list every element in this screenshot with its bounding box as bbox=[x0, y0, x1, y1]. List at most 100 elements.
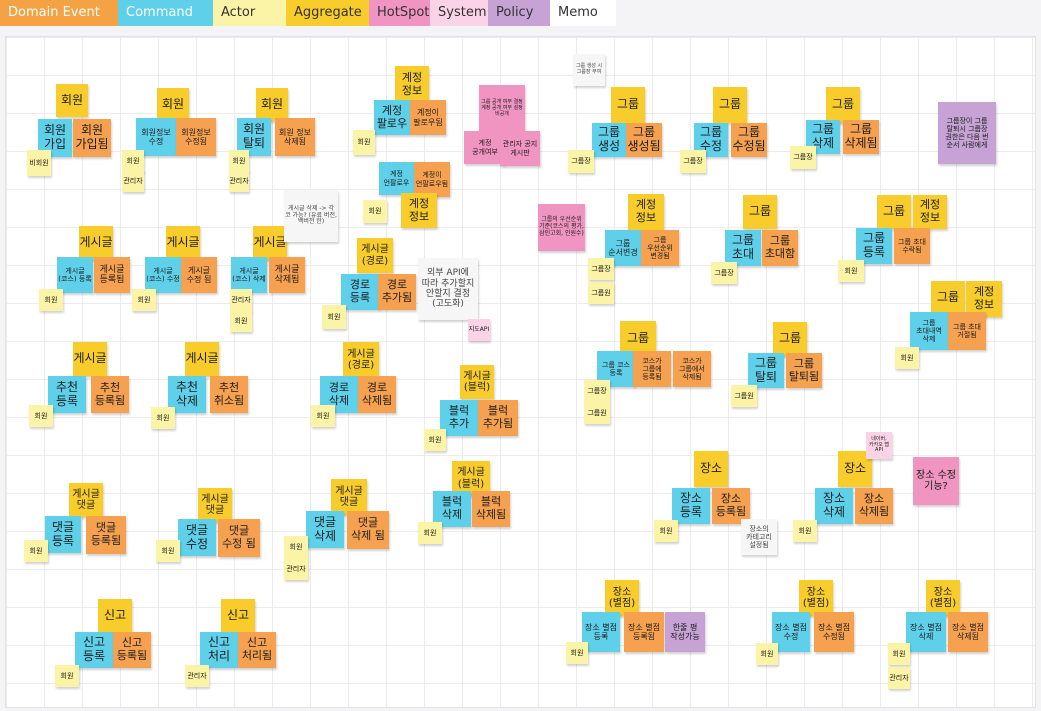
actor-note[interactable]: 그룹장 bbox=[568, 150, 594, 173]
command-note[interactable]: 댓글 삭제 bbox=[306, 511, 344, 548]
aggregate-note[interactable]: 장소 (별점) bbox=[926, 580, 960, 616]
aggregate-note[interactable]: 회원 bbox=[56, 84, 88, 117]
domain-event-note[interactable]: 그룹 초대 거절됨 bbox=[948, 312, 986, 350]
actor-note[interactable]: 회원 bbox=[39, 289, 63, 311]
aggregate-note[interactable]: 계정 정보 bbox=[395, 66, 429, 104]
policy-note[interactable]: 한줄 평 작성가능 bbox=[665, 612, 705, 652]
aggregate-note[interactable]: 회원 bbox=[157, 88, 189, 121]
actor-note[interactable]: 관리자 bbox=[284, 558, 308, 580]
domain-event-note[interactable]: 그룹 탈퇴됨 bbox=[786, 353, 822, 388]
command-note[interactable]: 장소 별점 수정 bbox=[772, 612, 810, 652]
actor-note[interactable]: 그룹장 bbox=[790, 146, 816, 169]
aggregate-note[interactable]: 장소 (별점) bbox=[605, 580, 639, 616]
command-note[interactable]: 그룹 수정 bbox=[694, 123, 728, 157]
memo-note[interactable]: 장소의 카테고리 설정됨 bbox=[741, 519, 777, 555]
aggregate-note[interactable]: 그룹 bbox=[877, 195, 911, 229]
memo-note[interactable]: 게시글 삭제 -> 각 코 가능? (유료 버전, 백버전 한) bbox=[284, 190, 338, 242]
actor-note[interactable]: 관리자 bbox=[229, 170, 249, 192]
command-note[interactable]: 그룹 초대내역 삭제 bbox=[910, 312, 948, 350]
aggregate-note[interactable]: 계정 정보 bbox=[401, 193, 437, 228]
actor-note[interactable]: 회원 bbox=[229, 150, 249, 172]
policy-note[interactable]: 그룹장이 그룹 탈퇴시 그룹장 권한은 다음 번 순서 사람에게 bbox=[938, 102, 996, 164]
aggregate-note[interactable]: 회원 bbox=[256, 88, 288, 121]
actor-note[interactable]: 관리자 bbox=[888, 667, 910, 689]
domain-event-note[interactable]: 게시글 등록됨 bbox=[94, 257, 130, 293]
actor-note[interactable]: 회원 bbox=[284, 536, 308, 558]
aggregate-note[interactable]: 그룹 bbox=[743, 195, 777, 229]
hotspot-note[interactable]: 관리자 공지 게시판 bbox=[500, 131, 540, 166]
actor-note[interactable]: 회원 bbox=[151, 407, 175, 429]
domain-event-note[interactable]: 신고 처리됨 bbox=[238, 632, 276, 668]
aggregate-note[interactable]: 신고 bbox=[98, 599, 132, 633]
domain-event-note[interactable]: 블럭 추가됨 bbox=[478, 400, 518, 436]
actor-note[interactable]: 회원 bbox=[29, 405, 53, 427]
actor-note[interactable]: 회원 bbox=[654, 520, 678, 542]
actor-note[interactable]: 회원 bbox=[132, 289, 156, 311]
memo-note[interactable]: 그룹 생성 시 그룹장 부여 bbox=[573, 54, 605, 86]
actor-note[interactable]: 회원 bbox=[895, 347, 919, 369]
actor-note[interactable]: 회원 bbox=[888, 643, 910, 665]
aggregate-note[interactable]: 게시글 댓글 bbox=[331, 479, 367, 515]
aggregate-note[interactable]: 그룹 bbox=[931, 281, 965, 315]
command-note[interactable]: 추천 삭제 bbox=[168, 376, 206, 413]
command-note[interactable]: 경로 등록 bbox=[341, 274, 379, 310]
actor-note[interactable]: 회원 bbox=[838, 260, 864, 282]
actor-note[interactable]: 회원 bbox=[322, 305, 346, 329]
hotspot-note[interactable]: 그룹 공개 여부 결정 계정 공개 여부 설정 비공개 bbox=[479, 85, 525, 133]
aggregate-note[interactable]: 게시글 (블럭) bbox=[460, 365, 494, 399]
aggregate-note[interactable]: 그룹 bbox=[773, 322, 807, 356]
domain-event-note[interactable]: 추천 등록됨 bbox=[91, 376, 129, 413]
aggregate-note[interactable]: 계정 정보 bbox=[913, 195, 947, 229]
actor-note[interactable]: 회원 bbox=[55, 665, 79, 687]
command-note[interactable]: 게시글 (코스) 등록 bbox=[57, 257, 93, 293]
command-note[interactable]: 그룹 탈퇴 bbox=[748, 353, 784, 388]
actor-note[interactable]: 회원 bbox=[418, 522, 442, 544]
memo-note[interactable]: 외부 API에 따라 추가할지 안할지 결정(고도화) bbox=[418, 258, 478, 320]
actor-note[interactable]: 회원 bbox=[156, 540, 180, 562]
actor-note[interactable]: 회원 bbox=[566, 642, 588, 664]
command-note[interactable]: 신고 등록 bbox=[75, 632, 113, 668]
actor-note[interactable]: 그룹장 bbox=[584, 380, 610, 402]
command-note[interactable]: 장소 삭제 bbox=[815, 488, 853, 524]
command-note[interactable]: 댓글 등록 bbox=[45, 516, 81, 553]
aggregate-note[interactable]: 신고 bbox=[221, 599, 255, 633]
command-note[interactable]: 게시글 (코스) 수정 bbox=[145, 257, 181, 293]
actor-note[interactable]: 그룹장 bbox=[680, 150, 706, 173]
domain-event-note[interactable]: 경로 삭제됨 bbox=[358, 376, 396, 413]
domain-event-note[interactable]: 그룹 삭제됨 bbox=[843, 120, 879, 154]
actor-note[interactable]: 관리자 bbox=[122, 170, 144, 192]
command-note[interactable]: 장소 등록 bbox=[672, 488, 710, 524]
command-note[interactable]: 그룹 등록 bbox=[856, 228, 892, 264]
domain-event-note[interactable]: 장소 삭제됨 bbox=[855, 488, 893, 524]
aggregate-note[interactable]: 그룹 bbox=[611, 87, 645, 123]
domain-event-note[interactable]: 그룹 우선순위 변경됨 bbox=[641, 230, 679, 266]
aggregate-note[interactable]: 장소 bbox=[838, 451, 872, 487]
system-note[interactable]: 지도API bbox=[468, 319, 490, 341]
aggregate-note[interactable]: 게시글 (경로) bbox=[343, 342, 379, 378]
domain-event-note[interactable]: 그룹 생성됨 bbox=[626, 123, 662, 157]
command-note[interactable]: 그룹 생성 bbox=[592, 123, 626, 157]
aggregate-note[interactable]: 그룹 bbox=[826, 87, 860, 123]
domain-event-note[interactable]: 계정이 언팔로우됨 bbox=[414, 162, 450, 197]
domain-event-note[interactable]: 장소 별점 수정됨 bbox=[814, 612, 854, 652]
actor-note[interactable]: 회원 bbox=[353, 130, 375, 155]
aggregate-note[interactable]: 장소 (별점) bbox=[799, 580, 833, 616]
domain-event-note[interactable]: 게시글 수정 됨 bbox=[181, 257, 217, 293]
aggregate-note[interactable]: 장소 bbox=[694, 451, 728, 487]
domain-event-note[interactable]: 댓글 삭제 됨 bbox=[347, 511, 389, 549]
actor-note[interactable]: 관리자 bbox=[185, 665, 209, 687]
command-note[interactable]: 장소 별점 등록 bbox=[582, 612, 620, 652]
aggregate-note[interactable]: 게시글 댓글 bbox=[198, 488, 232, 522]
aggregate-note[interactable]: 게시글 bbox=[73, 342, 107, 376]
aggregate-note[interactable]: 계정 정보 bbox=[966, 281, 1002, 317]
domain-event-note[interactable]: 코스가 그룹에서 삭제됨 bbox=[673, 351, 711, 387]
domain-event-note[interactable]: 회원 가입됨 bbox=[73, 119, 111, 157]
aggregate-note[interactable]: 게시글 bbox=[166, 226, 200, 260]
actor-note[interactable]: 회원 bbox=[122, 150, 144, 172]
aggregate-note[interactable]: 게시글 (블럭) bbox=[452, 461, 490, 496]
actor-note[interactable]: 그룹원 bbox=[584, 402, 610, 424]
command-note[interactable]: 계정 팔로우 bbox=[374, 100, 410, 135]
command-note[interactable]: 계정 언팔로우 bbox=[379, 162, 414, 195]
aggregate-note[interactable]: 그룹 bbox=[713, 87, 747, 123]
